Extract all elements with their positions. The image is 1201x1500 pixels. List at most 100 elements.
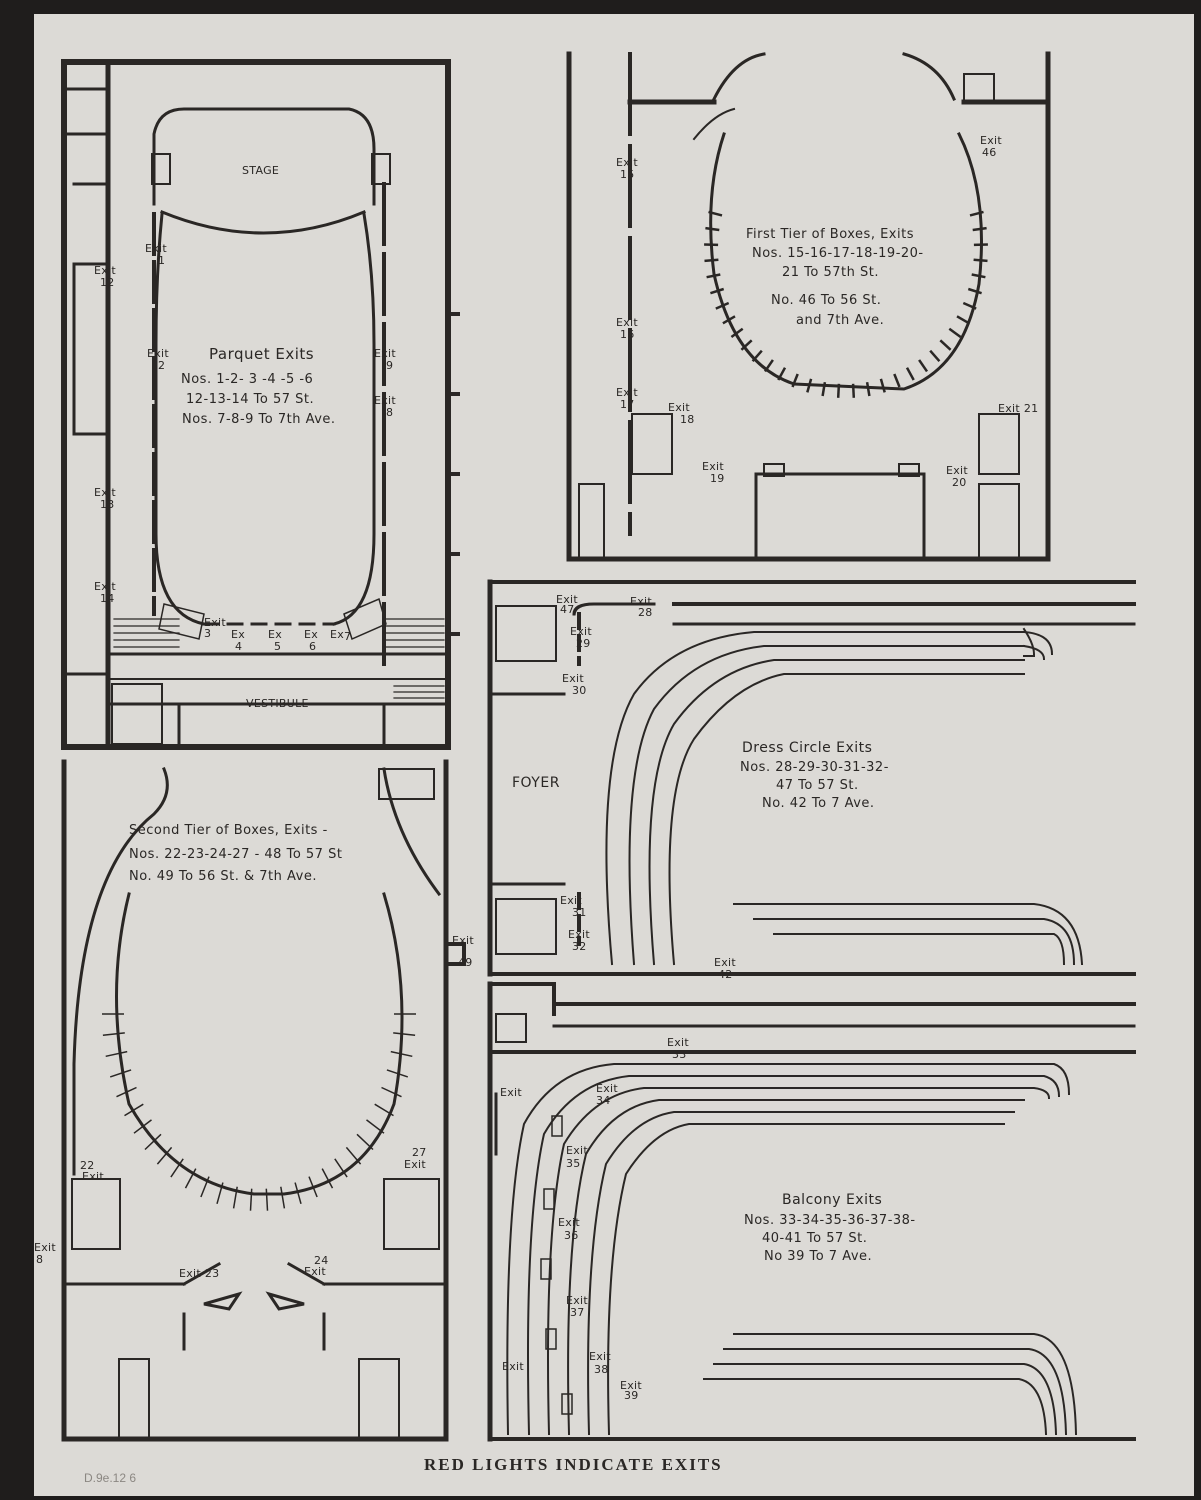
first-tier-seat-tick: [956, 315, 970, 325]
first-tier-line-3: 21 To 57th St.: [782, 265, 879, 280]
second-tier-seat-tick: [109, 1069, 132, 1078]
second-tier-seat-tick: [170, 1158, 184, 1178]
exits-footer-notice: RED LIGHTS INDICATE EXITS: [424, 1455, 723, 1474]
second-tier-seat-tick: [200, 1176, 210, 1198]
first-tier-seat-tick: [708, 210, 723, 217]
parquet-line-4: Nos. 7-8-9 To 7th Ave.: [182, 412, 336, 427]
second-tier-line-3: No. 49 To 56 St. & 7th Ave.: [129, 869, 317, 884]
second-tier-seat-tick: [345, 1146, 362, 1165]
second-tier-seat-tick: [265, 1188, 269, 1211]
first-tier-seat-tick: [967, 287, 982, 295]
theatre-floor-plans: STAGE VESTIBULE FOYER Parquet Exits Nos.…: [34, 51, 1136, 1485]
balcony-exit-lower-label: Exit: [502, 1360, 524, 1373]
dress-circle-line-2: Nos. 28-29-30-31-32-: [740, 760, 889, 775]
second-tier-seat-tick: [390, 1050, 413, 1058]
first-tier-seat-tick: [929, 349, 941, 363]
second-tier-seat-tick: [116, 1086, 137, 1098]
first-tier-seat-tick: [836, 383, 841, 398]
second-tier-seat-tick: [184, 1168, 197, 1189]
second-tier-seat-tick: [249, 1188, 253, 1211]
first-tier-seat-tick: [740, 339, 753, 351]
first-tier-seat-tick: [905, 367, 915, 381]
balcony-line-4: No 39 To 7 Ave.: [764, 1249, 872, 1264]
balcony-title: Balcony Exits: [782, 1192, 882, 1208]
dress-circle-exits-notice: Dress Circle Exits Nos. 28-29-30-31-32- …: [740, 740, 889, 811]
second-tier-seat-tick: [393, 1032, 416, 1037]
first-tier-seat-tick: [972, 226, 987, 232]
second-tier-seat-tick: [381, 1086, 402, 1098]
second-tier-seat-tick: [280, 1186, 286, 1209]
exit-23-label: Exit 23: [179, 1267, 219, 1280]
first-tier-seat-tick: [962, 301, 977, 310]
second-tier-seat-tick: [102, 1032, 125, 1037]
first-tier-seat-tick: [791, 373, 799, 388]
first-tier-seat-tick: [879, 378, 886, 393]
first-tier-seat-tick: [704, 258, 719, 263]
second-tier-seat-tick: [216, 1182, 224, 1205]
first-tier-seat-tick: [973, 258, 988, 263]
first-tier-seat-tick: [806, 378, 813, 393]
first-tier-seat-tick: [751, 349, 763, 363]
exit-21-label: Exit 21: [998, 402, 1038, 415]
first-tier-seat-tick: [706, 273, 721, 279]
second-tier-seat-tick: [232, 1186, 238, 1209]
parquet-exits-notice: Parquet Exits Nos. 1-2- 3 -4 -5 -6 12-13…: [181, 345, 336, 427]
first-tier-seat-tick: [710, 287, 725, 295]
balcony-plan: [487, 981, 1136, 1442]
first-tier-seat-tick: [865, 381, 871, 397]
balcony-line-2: Nos. 33-34-35-36-37-38-: [744, 1213, 916, 1228]
first-tier-seat-tick: [948, 327, 962, 339]
second-tier-title: Second Tier of Boxes, Exits -: [129, 823, 328, 838]
dress-circle-title: Dress Circle Exits: [742, 740, 872, 756]
first-tier-seat-tick: [971, 273, 986, 279]
dress-circle-line-4: No. 42 To 7 Ave.: [762, 796, 875, 811]
first-tier-plan: [566, 51, 1051, 562]
first-tier-exits-notice: First Tier of Boxes, Exits Nos. 15-16-17…: [746, 227, 923, 328]
exit-7-label: Ex7: [330, 628, 351, 643]
second-tier-seat-tick: [294, 1182, 302, 1205]
parquet-line-3: 12-13-14 To 57 St.: [186, 392, 314, 407]
pencil-catalog-note: D.9e.12 6: [84, 1471, 136, 1485]
parquet-plan: [61, 59, 460, 750]
stage-label: STAGE: [242, 164, 279, 177]
balcony-exits-notice: Balcony Exits Nos. 33-34-35-36-37-38- 40…: [744, 1192, 916, 1264]
second-tier-plan: [61, 759, 466, 1442]
program-page: STAGE VESTIBULE FOYER Parquet Exits Nos.…: [34, 14, 1194, 1496]
first-tier-seat-tick: [763, 359, 774, 373]
balcony-line-3: 40-41 To 57 St.: [762, 1231, 867, 1246]
second-tier-exits-notice: Second Tier of Boxes, Exits - Nos. 22-23…: [129, 823, 342, 884]
parquet-title: Parquet Exits: [209, 345, 314, 363]
first-tier-seat-tick: [893, 373, 901, 388]
second-tier-seat-tick: [321, 1168, 334, 1189]
second-tier-seat-tick: [386, 1069, 409, 1078]
second-tier-seat-tick: [374, 1103, 394, 1117]
dress-circle-plan: [487, 579, 1136, 977]
